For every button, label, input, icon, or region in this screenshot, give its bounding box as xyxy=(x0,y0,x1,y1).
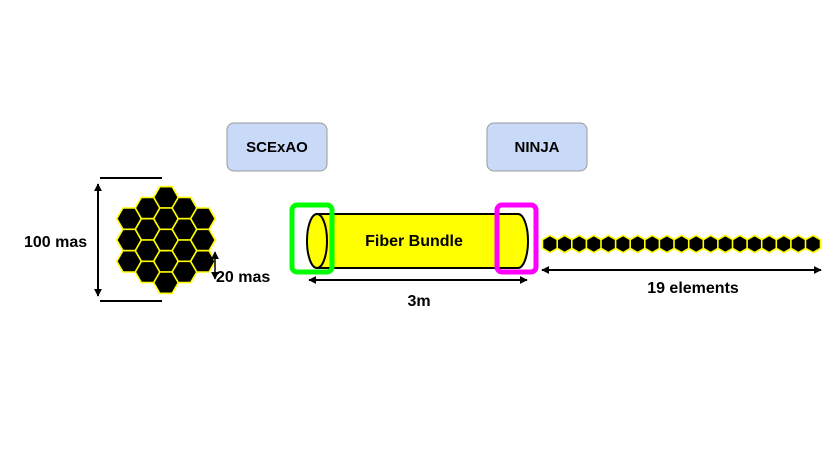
height-label: 100 mas xyxy=(24,234,87,251)
row-label: 19 elements xyxy=(647,280,739,297)
input-hex-19 xyxy=(189,249,217,273)
output-hex-8 xyxy=(643,234,661,254)
height-dimension: 100 mas xyxy=(24,177,162,302)
scexao-label: SCExAO xyxy=(246,139,308,156)
output-hex-9 xyxy=(658,234,676,254)
output-hex-6 xyxy=(614,234,632,254)
output-hex-18 xyxy=(790,234,807,254)
output-hex-4 xyxy=(585,234,603,254)
output-hex-11 xyxy=(687,234,705,254)
output-hex-17 xyxy=(775,234,793,254)
output-hex-19 xyxy=(804,234,822,254)
element-label: 20 mas xyxy=(216,269,270,286)
input-hex-cluster xyxy=(115,185,217,295)
element-dimension: 20 mas xyxy=(211,251,270,286)
output-hex-1 xyxy=(541,234,559,254)
output-hex-16 xyxy=(760,234,778,254)
output-hex-row xyxy=(541,234,822,254)
output-hex-5 xyxy=(600,234,617,254)
input-hex-17 xyxy=(189,207,217,231)
output-end-highlight xyxy=(494,202,539,275)
row-dimension: 19 elements xyxy=(541,266,822,297)
scexao-box: SCExAO xyxy=(226,122,328,172)
input-hex-18 xyxy=(189,228,217,252)
output-hex-12 xyxy=(702,234,720,254)
output-hex-3 xyxy=(570,234,588,254)
output-hex-14 xyxy=(731,234,749,254)
length-dimension: 3m xyxy=(308,276,528,310)
output-hex-7 xyxy=(629,234,646,254)
fiber-bundle: Fiber Bundle xyxy=(289,202,539,275)
ninja-box: NINJA xyxy=(486,122,588,172)
output-hex-15 xyxy=(746,234,763,254)
fiber-bundle-label: Fiber Bundle xyxy=(365,233,463,250)
output-hex-13 xyxy=(717,234,734,254)
ninja-label: NINJA xyxy=(514,139,559,156)
output-hex-2 xyxy=(556,234,573,254)
length-label: 3m xyxy=(407,293,430,310)
output-hex-10 xyxy=(673,234,690,254)
input-end-highlight xyxy=(289,202,335,275)
